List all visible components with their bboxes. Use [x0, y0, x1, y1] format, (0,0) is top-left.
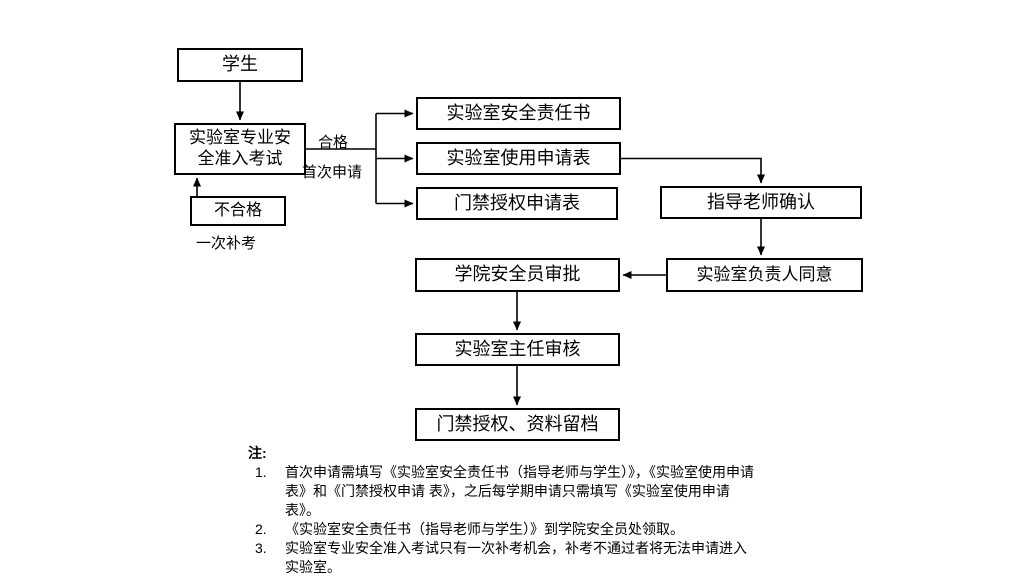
node-student: 学生 — [177, 48, 303, 82]
node-responsibility-letter: 实验室安全责任书 — [416, 97, 621, 130]
edge-label-first-apply: 首次申请 — [302, 164, 363, 181]
node-usage-application-form: 实验室使用申请表 — [416, 142, 621, 175]
note-item-1: 1. 首次申请需填写《实验室安全责任书（指导老师与学生）》，《实验室使用申请表》… — [248, 463, 760, 520]
notes-heading: 注: — [248, 445, 267, 461]
node-safety-officer-approval: 学院安全员审批 — [415, 258, 620, 292]
node-lab-head-agree: 实验室负责人同意 — [666, 258, 863, 292]
note-text: 实验室专业安全准入考试只有一次补考机会，补考不通过者将无法申请进入实验室。 — [285, 540, 747, 576]
note-text: 首次申请需填写《实验室安全责任书（指导老师与学生）》，《实验室使用申请表》和《门… — [285, 464, 754, 519]
note-text: 《实验室安全责任书（指导老师与学生）》到学院安全员处领取。 — [285, 521, 684, 538]
edge-label-makeup-exam: 一次补考 — [196, 235, 257, 252]
node-safety-exam: 实验室专业安 全准入考试 — [174, 123, 306, 175]
note-item-2: 2. 《实验室安全责任书（指导老师与学生）》到学院安全员处领取。 — [248, 520, 760, 539]
edge-label-pass: 合格 — [318, 134, 349, 151]
notes-section: 注: 1. 首次申请需填写《实验室安全责任书（指导老师与学生）》，《实验室使用申… — [248, 444, 760, 576]
note-item-3: 3. 实验室专业安全准入考试只有一次补考机会，补考不通过者将无法申请进入实验室。 — [248, 539, 760, 576]
node-advisor-confirm: 指导老师确认 — [660, 186, 862, 219]
node-lab-director-review: 实验室主任审核 — [415, 333, 620, 366]
note-number: 2. — [255, 521, 267, 538]
node-access-authorization-form: 门禁授权申请表 — [416, 187, 618, 220]
node-access-granted-archive: 门禁授权、资料留档 — [415, 408, 620, 441]
note-number: 3. — [255, 540, 267, 557]
node-fail: 不合格 — [190, 196, 286, 226]
note-number: 1. — [255, 464, 267, 481]
